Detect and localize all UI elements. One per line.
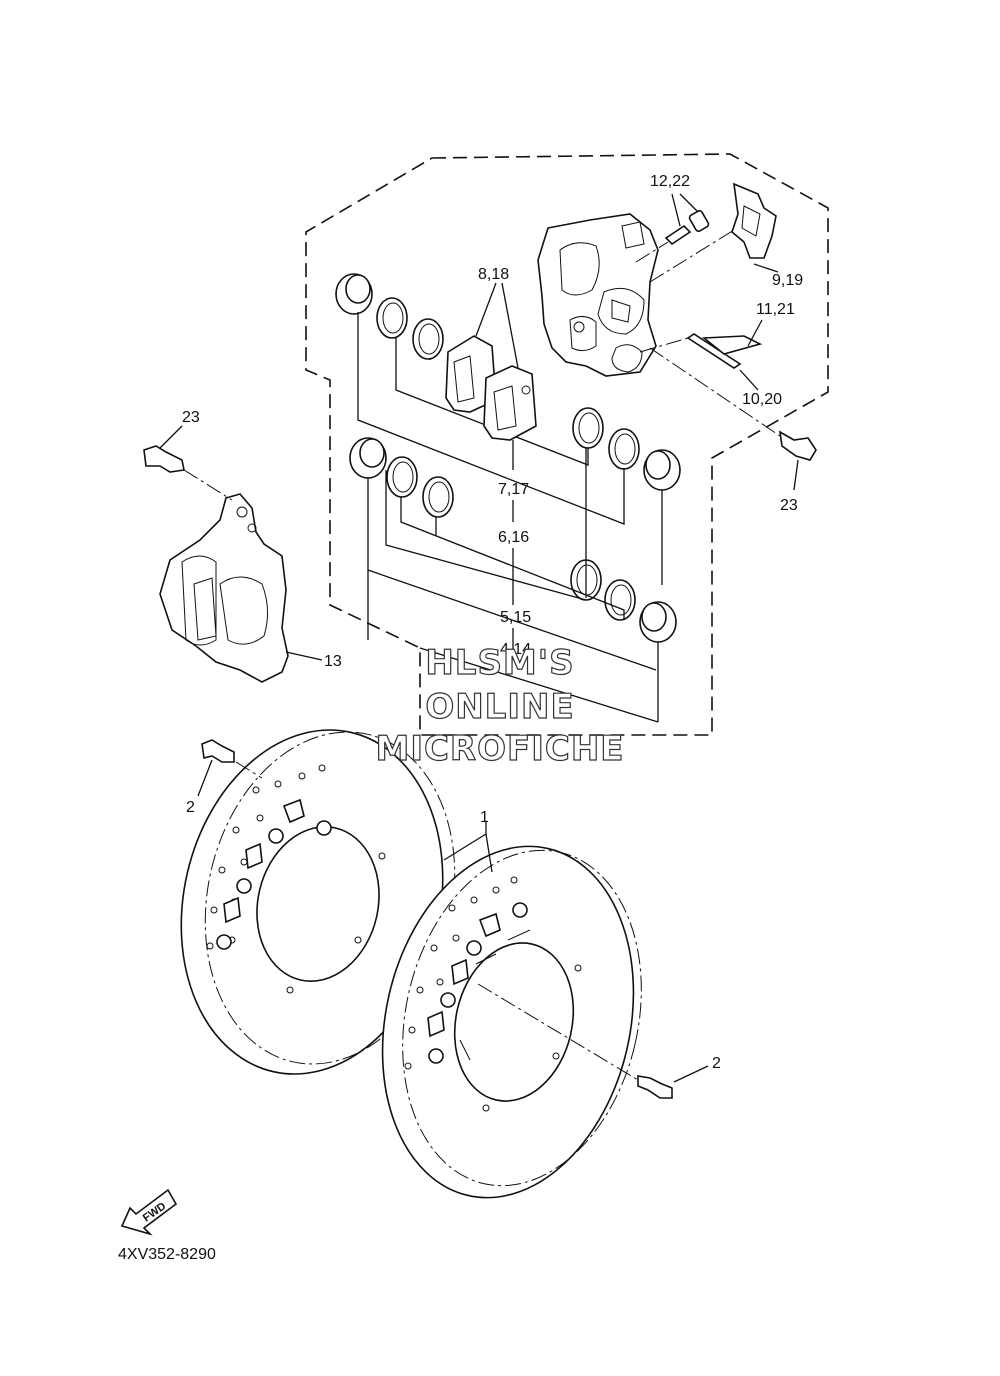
left-caliper-assembly <box>159 493 289 683</box>
front-disc-holes <box>404 876 582 1112</box>
disc-bolt-lower <box>637 1075 673 1099</box>
diagram-code: 4XV352-8290 <box>118 1246 216 1263</box>
callout-23-left: 23 <box>182 409 200 426</box>
callout-6-16: 6,16 <box>498 529 529 546</box>
caliper-kit-dashed-boundary <box>305 153 829 736</box>
caliper-bolt-right <box>778 430 817 461</box>
upper-piston-seal-row <box>335 273 444 360</box>
brake-pad-front <box>445 335 497 413</box>
brake-pad-rear <box>483 365 537 441</box>
callout-2-lower: 2 <box>712 1055 721 1072</box>
callout-8-18: 8,18 <box>478 266 509 283</box>
callout-1: 1 <box>480 809 489 826</box>
rear-disc-holes <box>206 764 386 994</box>
callout-9-19: 9,19 <box>772 272 803 289</box>
pad-pin <box>686 333 763 369</box>
callout-23-right: 23 <box>780 497 798 514</box>
callout-10-20: 10,20 <box>742 391 782 408</box>
callout-5-15: 5,15 <box>500 609 531 626</box>
watermark-line-1: HLSM'S <box>425 643 574 683</box>
brake-disc-front <box>381 845 642 1199</box>
callout-13: 13 <box>324 653 342 670</box>
fwd-arrow-icon: FWD <box>120 1188 178 1236</box>
right-caliper-body <box>537 213 659 377</box>
brake-disc-rear <box>180 729 456 1075</box>
callout-4-14: 4,14 <box>500 641 531 658</box>
watermark: HLSM'S ONLINE MICROFICHE <box>375 642 624 769</box>
callout-12-22: 12,22 <box>650 173 690 190</box>
caliper-bolt-left <box>143 445 185 473</box>
seal-group-leader-lines <box>357 312 663 723</box>
bleeder-screw <box>664 210 710 246</box>
watermark-line-2: ONLINE <box>425 687 574 727</box>
lower-piston-seal-row-left <box>349 437 454 518</box>
callout-2-upper: 2 <box>186 799 195 816</box>
watermark-line-3: MICROFICHE <box>375 729 624 769</box>
disc-bolt-upper <box>201 739 235 763</box>
lower-right-piston-seal-row-1 <box>572 407 681 491</box>
pad-spring <box>731 182 777 259</box>
callout-7-17: 7,17 <box>498 481 529 498</box>
callout-11-21: 11,21 <box>756 301 795 318</box>
lower-piston-seal-row-right <box>570 559 677 643</box>
